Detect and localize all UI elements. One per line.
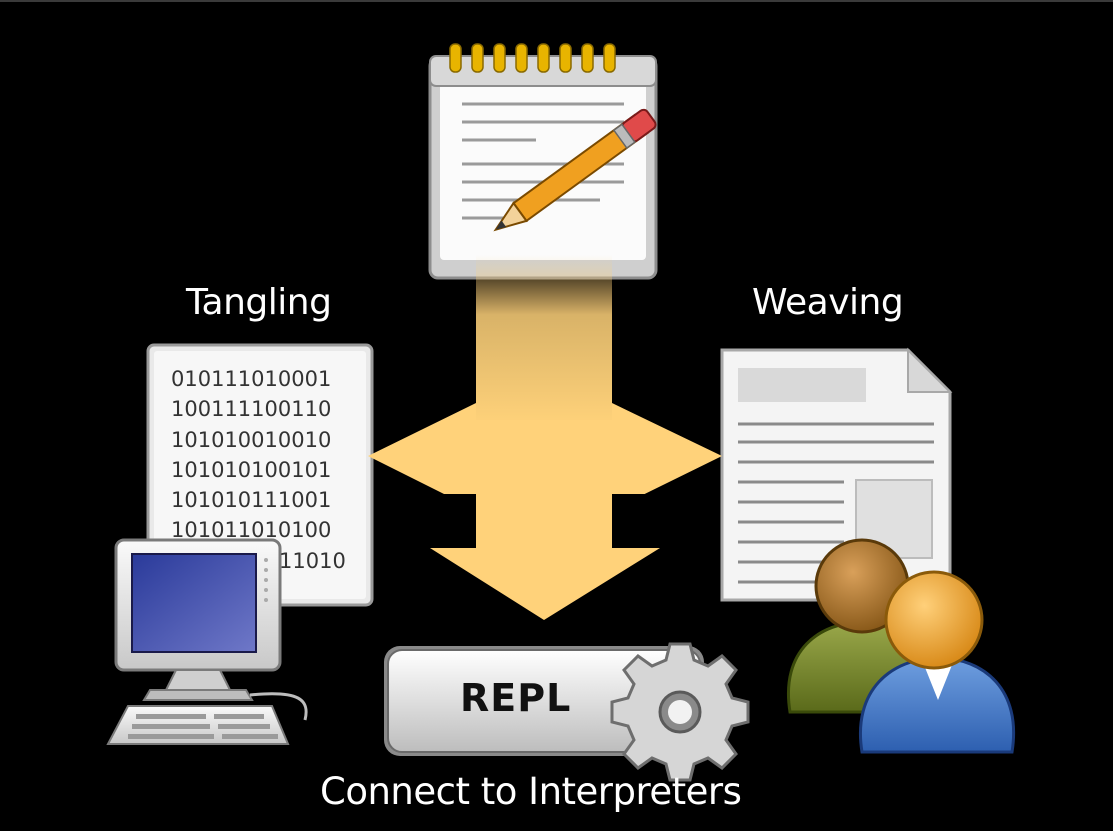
tangling-label: Tangling	[186, 282, 332, 323]
users-icon	[787, 538, 1015, 754]
top-border	[0, 0, 1113, 2]
desktop-computer-icon	[106, 538, 308, 745]
binary-line: 101011010100	[171, 518, 332, 543]
repl-button	[384, 646, 704, 756]
binary-line: 100111100110	[171, 397, 332, 422]
three-way-arrow	[368, 255, 722, 620]
gear-icon	[610, 642, 750, 782]
binary-line: 11010	[279, 548, 346, 573]
binary-line: 101010100101	[171, 457, 332, 482]
binary-line: 101010010010	[171, 427, 332, 452]
binary-line: 010111010001	[171, 367, 332, 391]
connect-to-interpreters-label: Connect to Interpreters	[320, 770, 742, 813]
weaving-label: Weaving	[752, 282, 904, 323]
binary-document-icon	[146, 343, 374, 607]
repl-label: REPL	[460, 676, 572, 720]
binary-line: 101010111001	[171, 488, 332, 513]
binary-code-lines: 010111010001 100111100110 101010010010 1…	[171, 364, 346, 576]
notepad-pencil-icon	[428, 43, 658, 280]
